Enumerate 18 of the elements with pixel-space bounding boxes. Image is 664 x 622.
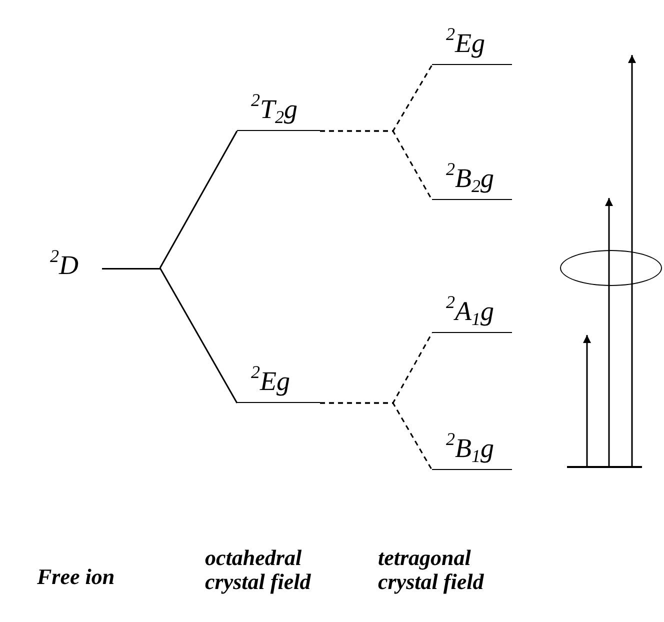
energy-level: $^{2}$Eg [237, 368, 320, 403]
column-caption: octahedral crystal field [205, 546, 312, 594]
connector-line [320, 402, 433, 470]
connector-line [159, 268, 238, 404]
connector-line [320, 130, 433, 200]
energy-level: $^{2}$A$_{1}$g [432, 298, 512, 333]
column-caption: tetragonal crystal field [378, 546, 485, 594]
energy-level: $^{2}$T$_{2}$g [237, 96, 320, 131]
energy-level: $^{2}$B$_{1}$g [432, 435, 512, 470]
transition-arrow [605, 198, 613, 466]
column-caption: Free ion [37, 565, 116, 590]
baseline-bar [567, 466, 642, 468]
transition-arrow [628, 55, 636, 466]
connector-line [159, 130, 238, 268]
energy-level: $^{2}$Eg [432, 30, 512, 65]
transition-arrow [583, 335, 591, 466]
ellipse-outline [560, 250, 662, 286]
energy-level: $^{2}$B$_{2}$g [432, 165, 512, 200]
